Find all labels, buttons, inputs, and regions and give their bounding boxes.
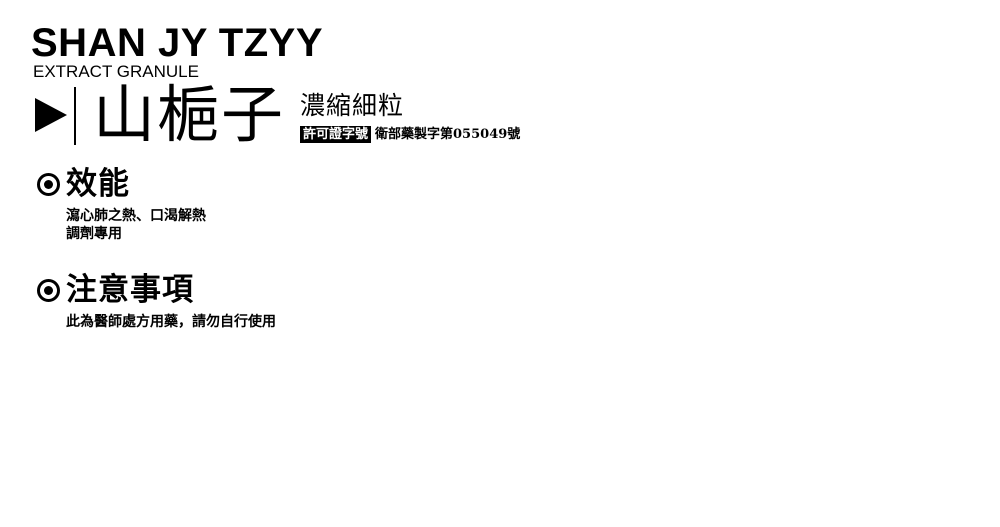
section-efficacy-body: 瀉心肺之熱、口渴解熱 調劑專用 bbox=[66, 207, 206, 243]
section-efficacy-title: 效能 bbox=[66, 166, 130, 202]
brand-subtitle: EXTRACT GRANULE bbox=[33, 62, 199, 81]
brand-name: SHAN JY TZYY bbox=[31, 21, 323, 65]
section-precautions-body: 此為醫師處方用藥，請勿自行使用 bbox=[66, 313, 276, 331]
section-precautions-line: 此為醫師處方用藥，請勿自行使用 bbox=[66, 314, 276, 330]
section-precautions-title: 注意事項 bbox=[66, 272, 194, 308]
product-title: 山梔子 bbox=[93, 78, 286, 151]
license-label: 許可證字號 bbox=[300, 126, 372, 143]
section-precautions-heading: 注意事項 bbox=[37, 272, 194, 308]
product-subtitle: 濃縮細粒 bbox=[300, 91, 405, 120]
section-efficacy-line: 調劑專用 bbox=[66, 226, 122, 242]
section-efficacy-heading: 效能 bbox=[37, 166, 130, 202]
circle-dot-icon bbox=[37, 278, 60, 302]
title-divider bbox=[74, 87, 76, 145]
play-triangle-icon bbox=[35, 98, 67, 132]
license-row: 許可證字號 衛部藥製字第055049號 bbox=[300, 125, 520, 144]
circle-dot-icon bbox=[37, 172, 60, 196]
license-number: 衛部藥製字第055049號 bbox=[375, 127, 521, 142]
section-efficacy-line: 瀉心肺之熱、口渴解熱 bbox=[66, 208, 206, 224]
